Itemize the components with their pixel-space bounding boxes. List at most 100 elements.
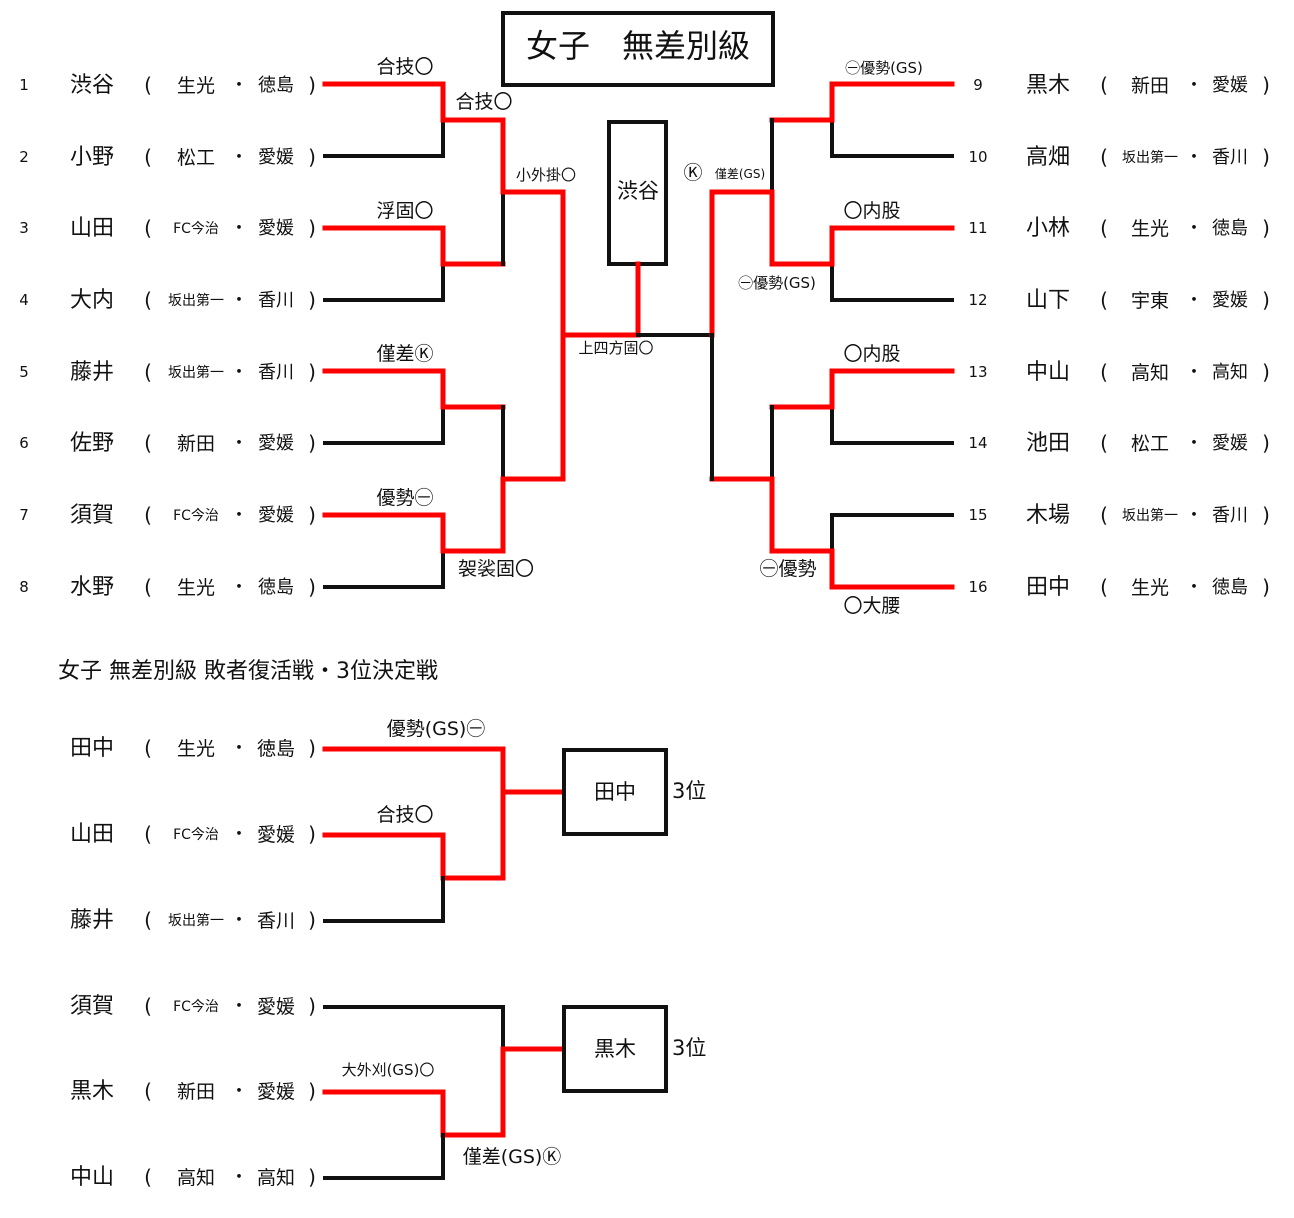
paren-close: ) [308, 908, 316, 932]
separator: ・ [230, 910, 248, 931]
separator: ・ [1185, 218, 1203, 239]
bracket-line-win [322, 368, 506, 410]
separator: ・ [230, 505, 248, 526]
prefecture: 愛媛 [258, 147, 294, 168]
player-name: 水野 [70, 575, 114, 600]
paren-close: ) [1262, 503, 1270, 527]
seed-number: 11 [968, 219, 987, 237]
match-result: 僅差(GS) [715, 167, 765, 181]
seed-number: 15 [968, 506, 987, 524]
entry-row: 2 小野 ( 松工 ・ 愛媛 ) [19, 145, 316, 170]
bracket-line [323, 1133, 445, 1180]
match-result: ㊀優勢(GS) [845, 59, 923, 77]
prefecture: 徳島 [258, 75, 294, 96]
player-name: 田中 [70, 736, 114, 761]
player-name: 藤井 [70, 908, 114, 933]
bracket-line [709, 476, 775, 554]
title-box [501, 11, 775, 87]
bracket-line [323, 405, 445, 445]
paren-close: ) [308, 994, 316, 1018]
club-name: 生光 [177, 577, 215, 599]
separator: ・ [1185, 433, 1203, 454]
club-name: 高知 [177, 1167, 215, 1189]
paren-open: ( [144, 288, 152, 312]
separator: ・ [230, 1081, 248, 1102]
match-result: 大外刈(GS)〇 [342, 1061, 435, 1079]
prefecture: 愛媛 [258, 433, 294, 454]
separator: ・ [230, 75, 248, 96]
separator: ・ [230, 577, 248, 598]
entry-row: 山田 ( FC今治 ・ 愛媛 ) [70, 822, 316, 847]
player-name: 中山 [70, 1165, 114, 1190]
separator: ・ [1185, 75, 1203, 96]
separator: ・ [230, 738, 248, 759]
bracket-line-win [500, 117, 566, 195]
prefecture: 香川 [258, 362, 294, 383]
paren-open: ( [1100, 431, 1108, 455]
entry-row: 14 池田 ( 松工 ・ 愛媛 ) [968, 431, 1269, 456]
separator: ・ [230, 1167, 248, 1188]
paren-open: ( [1100, 216, 1108, 240]
separator: ・ [1185, 362, 1203, 383]
bracket-line [323, 262, 445, 302]
player-name: 黒木 [1026, 73, 1070, 98]
player-name: 山下 [1026, 288, 1070, 313]
paren-close: ) [308, 822, 316, 846]
paren-close: ) [1262, 145, 1270, 169]
separator: ・ [230, 290, 248, 311]
place-label: 3位 [672, 779, 706, 803]
player-name: 山田 [70, 216, 114, 241]
club-name: 松工 [1131, 433, 1169, 455]
seed-number: 5 [19, 363, 29, 381]
seed-number: 12 [968, 291, 987, 309]
seed-number: 2 [19, 148, 29, 166]
club-name: 坂出第一 [168, 292, 224, 309]
club-name: 新田 [177, 1081, 215, 1103]
prefecture: 香川 [257, 910, 295, 932]
seed-number: 7 [19, 506, 29, 524]
paren-open: ( [144, 73, 152, 97]
bracket-line-win [322, 512, 506, 554]
bracket-line-win [322, 81, 506, 123]
paren-close: ) [308, 73, 316, 97]
entry-row: 15 木場 ( 坂出第一 ・ 香川 ) [968, 503, 1269, 528]
seed-number: 16 [968, 578, 987, 596]
player-name: 渋谷 [70, 73, 114, 98]
bracket-line-win [322, 225, 506, 267]
paren-close: ) [308, 736, 316, 760]
paren-close: ) [1262, 575, 1270, 599]
winner-box [562, 1005, 668, 1093]
paren-close: ) [308, 503, 316, 527]
prefecture: 徳島 [1212, 577, 1248, 598]
match-result: ㊀優勢(GS) [738, 274, 816, 292]
paren-open: ( [1100, 360, 1108, 384]
bracket-line-win [322, 746, 566, 795]
entry-row: 8 水野 ( 生光 ・ 徳島 ) [19, 575, 316, 600]
club-name: 坂出第一 [1122, 149, 1178, 166]
paren-close: ) [1262, 216, 1270, 240]
entry-row: 田中 ( 生光 ・ 徳島 ) [70, 736, 316, 761]
prefecture: 愛媛 [257, 824, 295, 846]
paren-open: ( [144, 822, 152, 846]
club-name: 坂出第一 [1122, 507, 1178, 524]
player-name: 池田 [1026, 431, 1070, 456]
seed-number: 9 [973, 76, 983, 94]
club-name: FC今治 [173, 827, 219, 843]
match-result: 僅差(GS)Ⓚ [463, 1146, 562, 1168]
player-name: 須賀 [70, 503, 114, 528]
paren-open: ( [1100, 288, 1108, 312]
club-name: 松工 [177, 147, 215, 169]
bracket-line-win [769, 225, 955, 267]
club-name: 宇東 [1131, 290, 1169, 312]
prefecture: 愛媛 [1212, 433, 1248, 454]
prefecture: 愛媛 [258, 505, 294, 526]
prefecture: 愛媛 [257, 1081, 295, 1103]
prefecture: 愛媛 [1212, 290, 1248, 311]
entry-row: 5 藤井 ( 坂出第一 ・ 香川 ) [19, 360, 316, 385]
paren-open: ( [144, 908, 152, 932]
paren-close: ) [308, 1165, 316, 1189]
paren-open: ( [144, 216, 152, 240]
match-result-mark: Ⓚ [683, 162, 702, 184]
prefecture: 香川 [258, 290, 294, 311]
